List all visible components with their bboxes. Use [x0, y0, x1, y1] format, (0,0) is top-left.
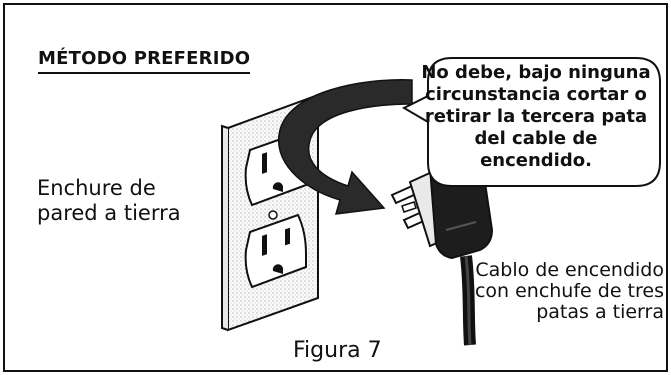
- section-heading: MÉTODO PREFERIDO: [38, 48, 251, 74]
- cord-label: Cablo de encendido con enchufe de tres p…: [475, 260, 664, 323]
- warning-line: retirar la tercera pata: [424, 106, 648, 127]
- cord-label-line: Cablo de encendido: [475, 259, 664, 281]
- warning-text: No debe, bajo ninguna circunstancia cort…: [416, 62, 656, 172]
- warning-line: del cable de: [474, 128, 598, 149]
- warning-line: circunstancia cortar o: [425, 84, 647, 105]
- warning-bubble: [401, 57, 661, 187]
- outlet-label-line: Enchure de: [37, 176, 156, 200]
- warning-line: encendido.: [480, 150, 592, 171]
- cord-label-line: con enchufe de tres: [474, 280, 664, 302]
- cord-label-line: patas a tierra: [536, 301, 664, 323]
- figure-caption: Figura 7: [293, 338, 382, 363]
- outlet-label-line: pared a tierra: [37, 201, 181, 225]
- warning-line: No debe, bajo ninguna: [421, 62, 651, 83]
- lower-receptacle: [244, 213, 307, 289]
- curved-arrow-icon: [277, 79, 413, 215]
- outlet-label: Enchure de pared a tierra: [37, 176, 181, 226]
